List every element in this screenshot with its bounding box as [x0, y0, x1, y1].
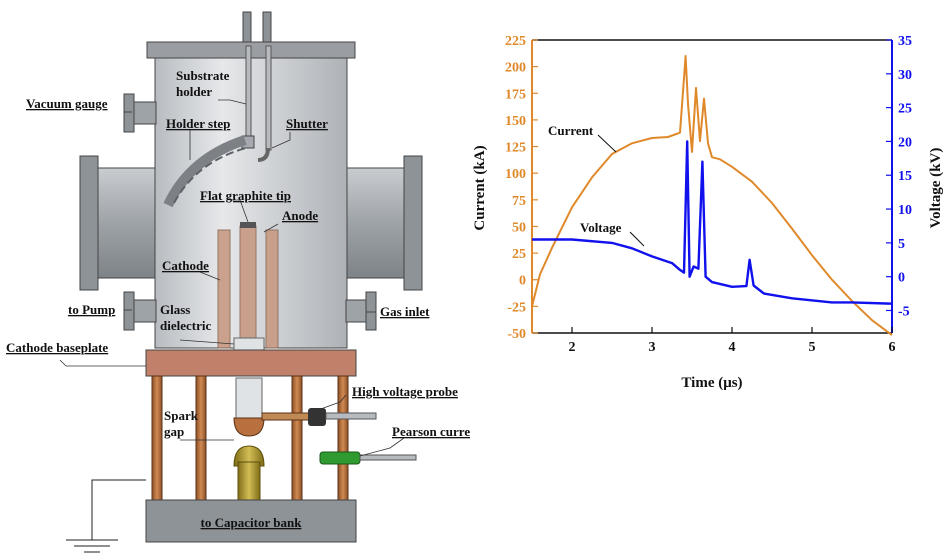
- label-to-pump: to Pump: [68, 302, 115, 317]
- right-tick-label: 35: [898, 34, 912, 49]
- pearson-monitor-body: [319, 451, 361, 465]
- right-tick-label: 30: [898, 68, 912, 83]
- copper-post-2: [195, 375, 207, 501]
- plot-frame: [531, 39, 893, 334]
- left-tick-label: 175: [505, 87, 526, 102]
- spark-gap-lower-stem: [237, 461, 261, 503]
- left-tick-label: -50: [507, 327, 526, 342]
- left-axis-title: Current (kA): [472, 145, 488, 230]
- label-spark-2: gap: [164, 424, 184, 439]
- x-tick-label: 5: [809, 340, 816, 355]
- right-tick-label: 25: [898, 102, 912, 117]
- left-port-flange: [79, 155, 99, 291]
- vacuum-gauge-port: [131, 101, 157, 125]
- top-feedthrough-left: [242, 11, 252, 47]
- glass-dielectric: [233, 337, 265, 351]
- probe-connector: [308, 408, 326, 426]
- label-flat-graphite-tip: Flat graphite tip: [200, 188, 291, 203]
- left-tick-label: 200: [505, 61, 526, 76]
- label-cathode: Cathode: [162, 258, 209, 273]
- label-anode: Anode: [282, 208, 318, 223]
- gas-inlet-port: [345, 299, 369, 323]
- probe-arm: [261, 412, 311, 421]
- right-tick-label: 20: [898, 135, 912, 150]
- capacitor-bank: [145, 499, 357, 543]
- copper-post-1: [151, 375, 163, 501]
- pump-flange: [123, 291, 135, 331]
- label-glass-1: Glass: [160, 302, 190, 317]
- right-tick-label: -5: [898, 304, 910, 319]
- right-axis-title: Voltage (kV): [928, 148, 944, 229]
- annotation-voltage-arrow: [629, 231, 645, 247]
- left-tick-label: 100: [505, 167, 526, 182]
- x-tick-label: 6: [889, 340, 896, 355]
- label-spark-1: Spark: [164, 408, 199, 423]
- left-tick-label: 75: [512, 194, 526, 209]
- label-to-capacitor-bank: to Capacitor bank: [201, 515, 303, 530]
- label-shutter: Shutter: [286, 116, 328, 131]
- vacuum-gauge-flange: [123, 93, 135, 133]
- x-tick-label: 2: [569, 340, 576, 355]
- left-tick-label: 25: [512, 247, 526, 262]
- x-axis-title: Time (μs): [681, 375, 742, 391]
- cathode-rod-left: [217, 229, 231, 349]
- holder-step-arc: [163, 135, 247, 208]
- cathode-rod-right: [265, 229, 279, 349]
- right-tick-label: 0: [898, 271, 905, 286]
- left-tick-label: 225: [505, 34, 526, 49]
- top-feedthrough-right: [262, 11, 272, 47]
- voltage-series-line: [532, 140, 893, 305]
- substrate-holder-rod: [245, 45, 252, 145]
- left-tick-label: 50: [512, 220, 526, 235]
- annotation-current-arrow: [597, 134, 617, 153]
- copper-post-4: [337, 375, 349, 501]
- label-substrate-holder-1: Substrate: [176, 68, 230, 83]
- shutter-hook: [257, 147, 270, 162]
- ground-wire: [91, 479, 146, 540]
- apparatus-diagram: to Capacitor bank Substrate holder Holde…: [6, 11, 470, 553]
- x-tick-label: 3: [649, 340, 656, 355]
- spark-gap-cylinder: [235, 377, 263, 419]
- label-glass-2: dielectric: [160, 318, 211, 333]
- shutter-rod: [265, 45, 272, 151]
- x-tick-label: 4: [729, 340, 736, 355]
- probe-cable: [325, 412, 377, 420]
- current-series-line: [531, 55, 893, 336]
- graphite-tip: [240, 222, 256, 228]
- left-tick-label: -25: [507, 300, 526, 315]
- copper-post-3: [291, 375, 303, 501]
- cathode-baseplate: [145, 349, 357, 377]
- label-substrate-holder-2: holder: [176, 84, 212, 99]
- gas-inlet-flange: [365, 291, 377, 331]
- left-tick-label: 0: [519, 274, 526, 289]
- label-holder-step: Holder step: [166, 116, 230, 131]
- right-tick-label: 10: [898, 203, 912, 218]
- label-gas-inlet: Gas inlet: [380, 304, 430, 319]
- left-port-tube: [94, 167, 166, 279]
- right-tick-label: 5: [898, 237, 905, 252]
- pump-port: [131, 299, 157, 323]
- label-high-voltage-probe: High voltage probe: [352, 384, 458, 399]
- left-tick-label: 150: [505, 114, 526, 129]
- right-port-flange: [403, 155, 423, 291]
- left-tick-label: 125: [505, 141, 526, 156]
- spark-gap-upper-electrode: [233, 417, 265, 437]
- pearson-monitor-cable: [359, 454, 417, 461]
- label-vacuum-gauge: Vacuum gauge: [26, 96, 108, 111]
- annotation-current: Current: [548, 123, 594, 138]
- spark-gap-lower-electrode: [233, 445, 265, 467]
- label-pearson-current-monitor: Pearson current monitor: [392, 424, 470, 439]
- annotation-voltage: Voltage: [580, 220, 622, 235]
- label-cathode-baseplate: Cathode baseplate: [6, 340, 108, 355]
- right-tick-label: 15: [898, 169, 912, 184]
- anode-rod: [239, 225, 257, 349]
